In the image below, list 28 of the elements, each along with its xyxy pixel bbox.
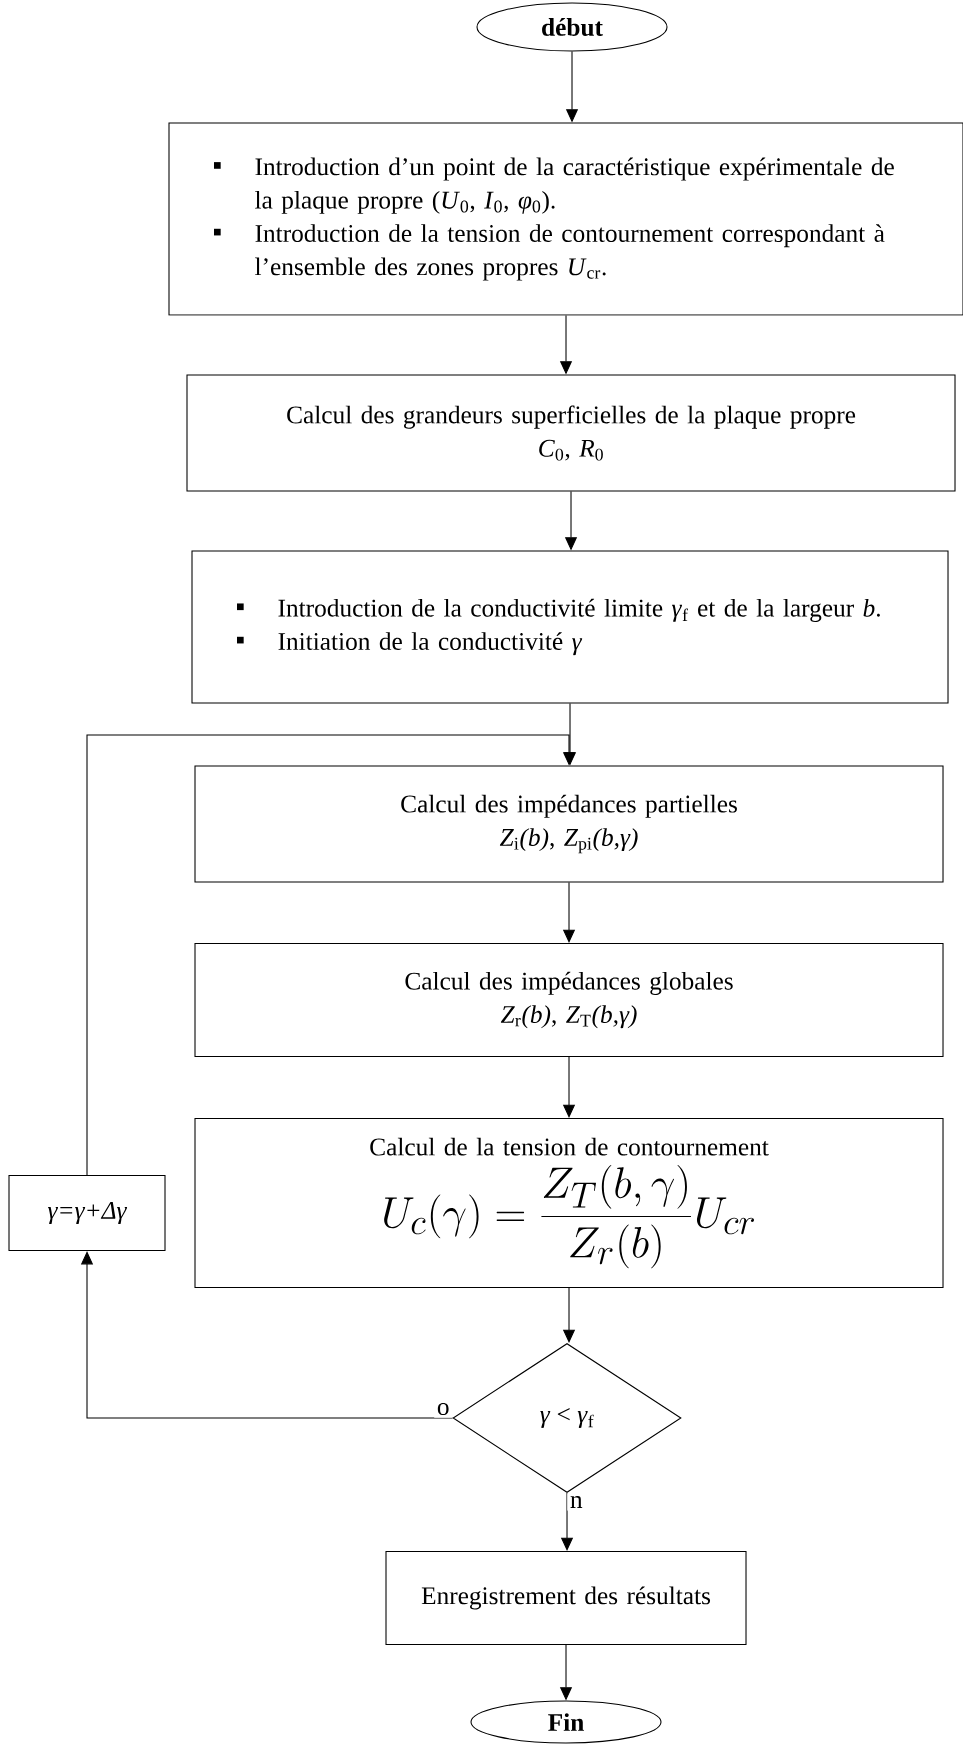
process-box <box>168 122 963 316</box>
box-text: Enregistrement des résultats <box>421 1586 711 1610</box>
box-text: Calcul des impédances partielles <box>401 794 737 818</box>
bullet-item: Introduction de la tension de contournement correspondant à l’ensemble des zones propres U$_{cr}$. <box>214 224 885 281</box>
box-text: Z$_{i}$(b), Z$_{pi}$(b,γ) <box>499 828 638 854</box>
process-box <box>8 1174 166 1252</box>
process-box <box>194 765 944 883</box>
terminal-oval: début <box>476 2 668 52</box>
bullet-item: Initiation de la conductivité γ <box>237 632 583 656</box>
process-box <box>191 550 949 704</box>
formula: $U_c(\gamma)=\frac{Z_T(b,\gamma)}{Z_r(b)}U_{cr}$ <box>384 1164 754 1269</box>
arrow <box>80 1251 453 1419</box>
box-text: γ=γ+Δγ <box>47 1201 128 1225</box>
box-text: Z$_{r}$(b), Z$_{T}$(b,γ) <box>500 1005 637 1029</box>
process-box <box>194 942 944 1058</box>
process-box <box>194 1117 944 1289</box>
bullet-item: Introduction de la conductivité limite γ$_{f}$ et de la largeur b. <box>237 598 880 622</box>
edge-label: o <box>437 1402 449 1416</box>
box-text: Calcul de la tension de contournement <box>370 1137 769 1156</box>
terminal-oval: Fin <box>470 1700 662 1744</box>
box-text: Calcul des impédances globales <box>405 971 733 995</box>
box-text: Calcul des grandeurs superficielles de la plaque propre <box>287 405 856 429</box>
box-text: C$_{0}$, R$_{0}$ <box>539 439 603 461</box>
bullet-item: Introduction d’un point de la caractéristique expérimentale de la plaque propre (U$_{0}$, I$_{0}$, φ$_{0}$). <box>214 157 894 214</box>
process-box <box>385 1551 747 1646</box>
process-box <box>186 374 956 492</box>
edge-label: n <box>570 1496 583 1508</box>
arrow <box>86 734 576 1176</box>
